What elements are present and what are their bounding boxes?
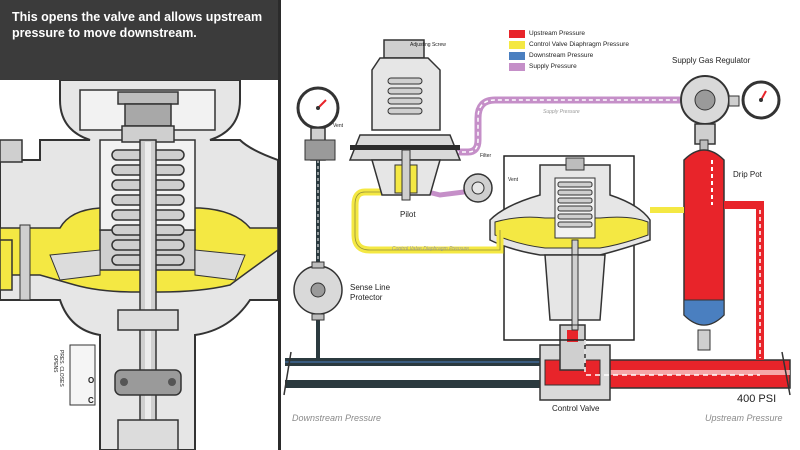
downstream-pressure-label: Downstream Pressure (292, 413, 382, 423)
control-valve-label: Control Valve (552, 404, 600, 413)
travel-indicator (69, 344, 96, 406)
control-valve-actuator (489, 157, 651, 331)
legend: Upstream Pressure Control Valve Diaphrag… (509, 28, 629, 72)
control-valve-frame (503, 155, 635, 341)
adjusting-screw-label: Adjusting Screw (410, 42, 446, 48)
pressure-readout: 400 PSI (737, 393, 777, 405)
pilot-regulator (348, 39, 462, 201)
caption-line-1: This opens the valve and allows upstream (12, 10, 263, 24)
zoomed-valve-drawing (0, 79, 278, 450)
legend-swatch-supply (509, 62, 525, 71)
pilot-gauge (296, 86, 340, 161)
legend-label-downstream: Downstream Pressure (529, 52, 594, 59)
legend-label-upstream: Upstream Pressure (529, 30, 585, 37)
drip-pot (650, 139, 764, 360)
legend-item-diaphragm: Control Valve Diaphragm Pressure (509, 39, 629, 50)
caption-box: This opens the valve and allows upstream… (0, 0, 278, 80)
legend-item-downstream: Downstream Pressure (509, 50, 629, 61)
vent-label-valve: Vent (508, 177, 519, 183)
supply-gas-regulator (680, 75, 781, 145)
main-pipeline (283, 351, 791, 396)
supply-pressure-line-label: Supply Pressure (543, 109, 580, 115)
upstream-pressure-label: Upstream Pressure (705, 413, 783, 423)
vent-label-pilot: Vent (333, 123, 344, 129)
control-valve-body (539, 324, 611, 401)
supply-gas-regulator-label: Supply Gas Regulator (672, 56, 751, 65)
legend-label-diaphragm: Control Valve Diaphragm Pressure (529, 41, 629, 48)
cv-diaphragm-line-label: Control Valve Diaphragm Pressure (392, 246, 470, 252)
legend-swatch-upstream (509, 29, 525, 38)
closed-marker: C (88, 396, 94, 405)
left-fitting (0, 139, 23, 163)
open-marker: O (88, 376, 95, 385)
stem-connector (114, 369, 182, 396)
caption-line-2: pressure to move downstream. (12, 26, 197, 40)
legend-swatch-diaphragm (509, 40, 525, 49)
zoomed-valve-panel: This opens the valve and allows upstream… (0, 0, 278, 450)
packing (117, 309, 179, 331)
sense-line-protector-label-2: Protector (350, 293, 383, 302)
filter-label: Filter (480, 153, 492, 159)
sense-line-protector-label-1: Sense Line (350, 283, 391, 292)
legend-label-supply: Supply Pressure (529, 63, 577, 70)
legend-item-supply: Supply Pressure (509, 61, 629, 72)
legend-swatch-downstream (509, 51, 525, 60)
sense-line-protector (293, 261, 343, 321)
panel-divider (278, 0, 281, 450)
legend-item-upstream: Upstream Pressure (509, 28, 629, 39)
pilot-label: Pilot (400, 210, 416, 219)
supply-line (448, 96, 680, 156)
drip-pot-label: Drip Pot (733, 170, 762, 179)
